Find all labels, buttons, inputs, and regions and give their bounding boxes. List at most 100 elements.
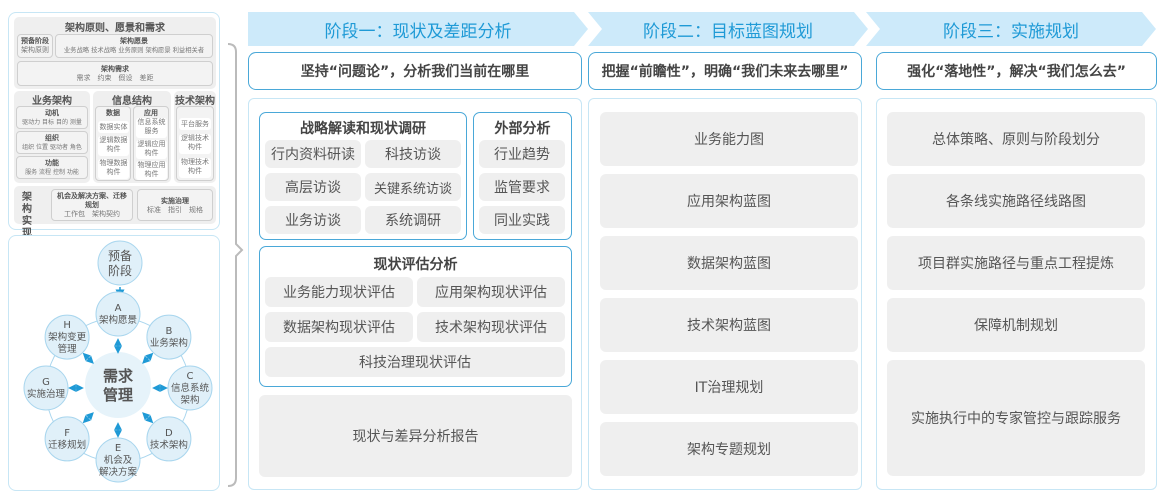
phase-label: 架构变更	[48, 331, 87, 343]
stage-2-subtitle: 把握“前瞻性”，明确“我们未来去哪里”	[588, 52, 862, 90]
phase-label: 技术架构	[150, 439, 188, 451]
phase-label: 解决方案	[99, 466, 138, 478]
assessment-item: 科技治理现状评估	[265, 347, 565, 377]
center-circle	[85, 352, 151, 418]
assessment-item: 数据架构现状评估	[265, 312, 413, 342]
vision-box: 架构愿景业务战略 技术战略 业务原则 架构愿景 利益相关者	[55, 34, 213, 58]
function-box: 功能服务 流程 控制 功能	[16, 156, 88, 179]
stage-3-header: 阶段三：实施规划	[866, 12, 1156, 46]
blueprint-item: IT治理规划	[600, 360, 858, 414]
prelim-box: 预备阶段架构原则	[17, 34, 53, 58]
bidirectional-arrow-icon	[82, 412, 94, 424]
togaf-content-panel: 架构原则、愿景和需求 预备阶段架构原则 架构愿景业务战略 技术战略 业务原则 架…	[8, 12, 220, 239]
adm-cycle-diagram: 需求 管理 预备阶段A架构愿景B业务架构C信息系统架构D技术架构E机会及解决方案…	[23, 43, 244, 487]
organization-box: 组织组织 位置 驱动者 角色	[16, 131, 88, 154]
tech-arch-title: 技术架构	[175, 96, 215, 107]
research-item: 行内资料研读	[265, 140, 361, 168]
app-item: 物理应用构件	[136, 161, 167, 180]
requirements-box: 架构需求需求 约束 假设 差距	[17, 61, 213, 86]
research-item: 关键系统访谈	[365, 173, 461, 201]
plan-item: 各条线实施路径线路图	[887, 174, 1145, 228]
phase-label: 信息系统	[171, 382, 210, 394]
phase-circle	[95, 437, 141, 483]
blueprint-item: 技术架构蓝图	[600, 298, 858, 352]
research-title: 战略解读和现状调研	[300, 121, 426, 137]
business-arch-title: 业务架构	[32, 96, 72, 107]
principles-section: 架构原则、愿景和需求 预备阶段架构原则 架构愿景业务战略 技术战略 业务原则 架…	[14, 17, 216, 89]
phase-label: 架构愿景	[99, 314, 137, 326]
phase-letter: E	[115, 443, 121, 454]
info-arch-title: 信息结构	[112, 96, 152, 107]
research-item: 业务访谈	[265, 206, 361, 234]
gap-report: 现状与差异分析报告	[259, 395, 572, 477]
stage-2-header: 阶段二：目标蓝图规划	[588, 12, 868, 46]
principles-title: 架构原则、愿景和需求	[65, 23, 165, 34]
stage-3-subtitle: 强化“落地性”，解决“我们怎么去”	[876, 52, 1157, 90]
app-item: 逻辑应用构件	[136, 140, 167, 159]
stage-3-title: 阶段三：实施规划	[943, 21, 1079, 42]
external-box: 外部分析 行业趋势 监管要求 同业实践	[473, 112, 572, 240]
blueprint-item: 架构专题规划	[600, 422, 858, 476]
center-label: 需求	[103, 367, 134, 385]
tech-arch-section: 技术架构 平台服务 逻辑技术构件 物理技术构件	[174, 91, 216, 183]
external-item: 监管要求	[479, 173, 565, 201]
assessment-item: 业务能力现状评估	[265, 277, 413, 307]
data-item: 逻辑数据构件	[98, 136, 129, 156]
assessment-item: 应用架构现状评估	[417, 277, 565, 307]
prelim-label: 预备	[108, 249, 132, 263]
stage-3-panel	[876, 98, 1157, 490]
assessment-box: 现状评估分析 业务能力现状评估 应用架构现状评估 数据架构现状评估 技术架构现状…	[259, 246, 572, 387]
assessment-title: 现状评估分析	[373, 257, 458, 273]
stage-2-panel	[588, 98, 862, 490]
app-item: 信息系统服务	[136, 118, 167, 138]
phase-circle	[167, 365, 213, 411]
plan-item: 保障机制规划	[887, 298, 1145, 352]
stage-1-header: 阶段一：现状及差距分析	[248, 12, 588, 46]
governance-box: 实施治理标准 指引 规格	[137, 189, 213, 221]
business-arch-section: 业务架构 动机驱动力 目标 目的 测量 组织组织 位置 驱动者 角色 功能服务 …	[14, 91, 90, 183]
bidirectional-arrow-icon	[142, 352, 154, 364]
phase-letter: B	[165, 326, 172, 337]
phase-label: 实施治理	[27, 388, 66, 400]
assessment-item: 技术架构现状评估	[417, 312, 565, 342]
phase-letter: H	[63, 320, 71, 331]
research-item: 科技访谈	[365, 140, 461, 168]
phase-letter: C	[187, 371, 194, 382]
phase-circle	[95, 291, 141, 337]
research-item: 系统调研	[365, 206, 461, 234]
opportunities-box: 机会及解决方案、迁移规划工作包 架构契约	[51, 189, 133, 221]
prelim-label: 阶段	[108, 263, 132, 278]
phase-label: 架构	[180, 394, 199, 406]
tech-item: 逻辑技术构件	[179, 134, 211, 154]
bidirectional-arrow-icon	[142, 412, 154, 424]
external-item: 行业趋势	[479, 140, 565, 168]
plan-item: 实施执行中的专家管控与跟踪服务	[887, 360, 1145, 476]
data-box: 数据 数据实体 逻辑数据构件 物理数据构件	[95, 106, 131, 181]
blueprint-item: 应用架构蓝图	[600, 174, 858, 228]
research-box: 战略解读和现状调研 行内资料研读 科技访谈 高层访谈 关键系统访谈 业务访谈 系…	[259, 112, 467, 240]
plan-item: 总体策略、原则与阶段划分	[887, 112, 1145, 166]
phase-label: 业务架构	[150, 337, 188, 349]
phase-label: 机会及	[104, 454, 133, 466]
prelim-circle	[97, 240, 143, 286]
phase-circle	[146, 314, 192, 360]
external-item: 同业实践	[479, 206, 565, 234]
bidirectional-arrow-icon	[82, 352, 94, 364]
phase-circle	[44, 314, 90, 360]
stage-1-title: 阶段一：现状及差距分析	[324, 21, 512, 42]
data-item: 物理数据构件	[98, 159, 129, 179]
tech-box: 平台服务 逻辑技术构件 物理技术构件	[176, 106, 214, 181]
blueprint-item: 数据架构蓝图	[600, 236, 858, 290]
phase-circle	[23, 365, 69, 411]
stage-2-title: 阶段二：目标蓝图规划	[643, 21, 813, 42]
phase-letter: F	[64, 428, 70, 439]
phase-circle	[146, 416, 192, 462]
tech-item: 物理技术构件	[179, 158, 211, 178]
tech-item: 平台服务	[179, 118, 211, 130]
brace	[227, 43, 244, 487]
blueprint-item: 业务能力图	[600, 112, 858, 166]
center-label: 管理	[103, 386, 133, 404]
info-arch-section: 信息结构 数据 数据实体 逻辑数据构件 物理数据构件 应用 信息系统服务 逻辑应…	[93, 91, 171, 183]
stage-1-subtitle: 坚持“问题论”，分析我们当前在哪里	[248, 52, 582, 90]
phase-letter: D	[165, 428, 173, 439]
